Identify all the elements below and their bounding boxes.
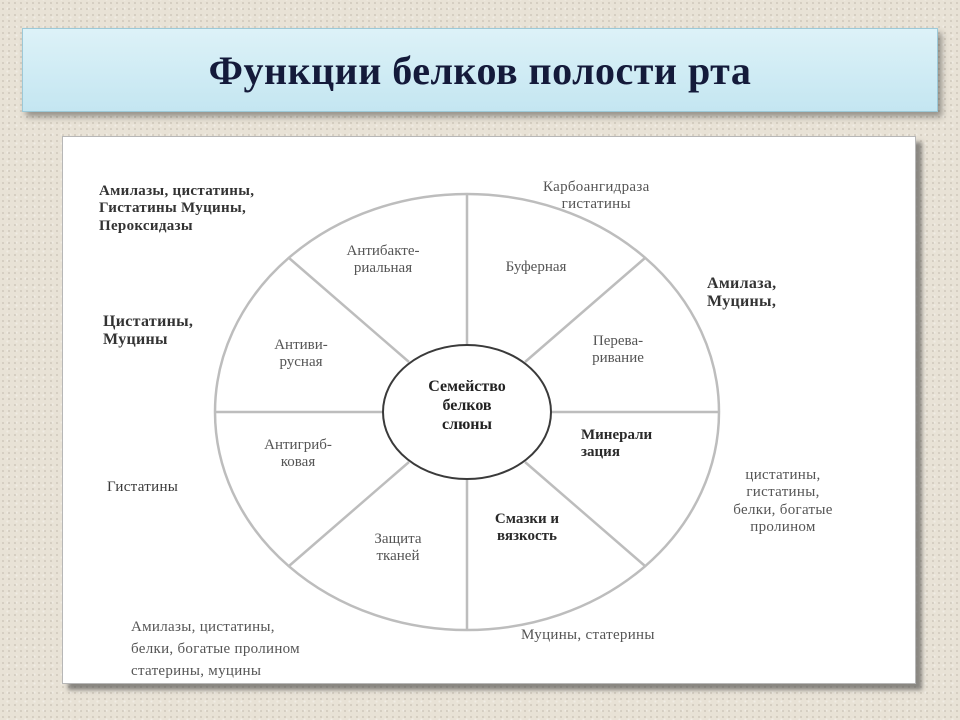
wheel-diagram — [213, 192, 721, 632]
center-circle — [382, 344, 552, 480]
segment-mineralization: Минерали зация — [581, 427, 653, 461]
spoke-bottom-left — [288, 461, 410, 567]
diagram-panel: Семейство белков слюны Антибакте- риальн… — [62, 136, 916, 684]
annotation-buffer: Карбоангидраза гистатины — [543, 179, 650, 213]
annotation-antibacterial: Амилазы, цистатины, Гистатины Муцины, Пе… — [99, 183, 255, 234]
spoke-bottom-right — [524, 461, 646, 567]
annotation-tissue-protection: Амилазы, цистатины, белки, богатые проли… — [131, 619, 300, 679]
segment-antiviral: Антиви- русная — [274, 337, 328, 371]
segment-antibacterial: Антибакте- риальная — [346, 243, 420, 277]
title-banner: Функции белков полости рта — [22, 28, 938, 112]
segment-antifungal: Антигриб- ковая — [264, 437, 332, 471]
annotation-antifungal: Гистатины — [107, 479, 179, 495]
annotation-antiviral: Цистатины, Муцины — [103, 313, 194, 349]
center-line: Семейство — [428, 378, 506, 395]
annotation-lubrication: Муцины, статерины — [521, 627, 655, 643]
center-line: белков — [442, 397, 492, 415]
annotation-mineralization: цистатины, гистатины, белки, богатые про… — [733, 467, 833, 535]
annotation-digestion: Амилаза, Муцины, — [707, 275, 777, 311]
segment-lubrication: Смазки и вязкость — [494, 511, 560, 545]
segment-digestion: Перева- ривание — [592, 333, 644, 367]
segment-buffer: Буферная — [505, 259, 567, 275]
spoke-top-left — [288, 257, 410, 363]
page-title: Функции белков полости рта — [208, 47, 752, 93]
segment-tissue-protection: Защита тканей — [374, 531, 422, 565]
spoke-top-right — [524, 257, 646, 363]
center-line: слюны — [441, 416, 492, 434]
center-label: Семейство белков слюны — [405, 377, 529, 435]
